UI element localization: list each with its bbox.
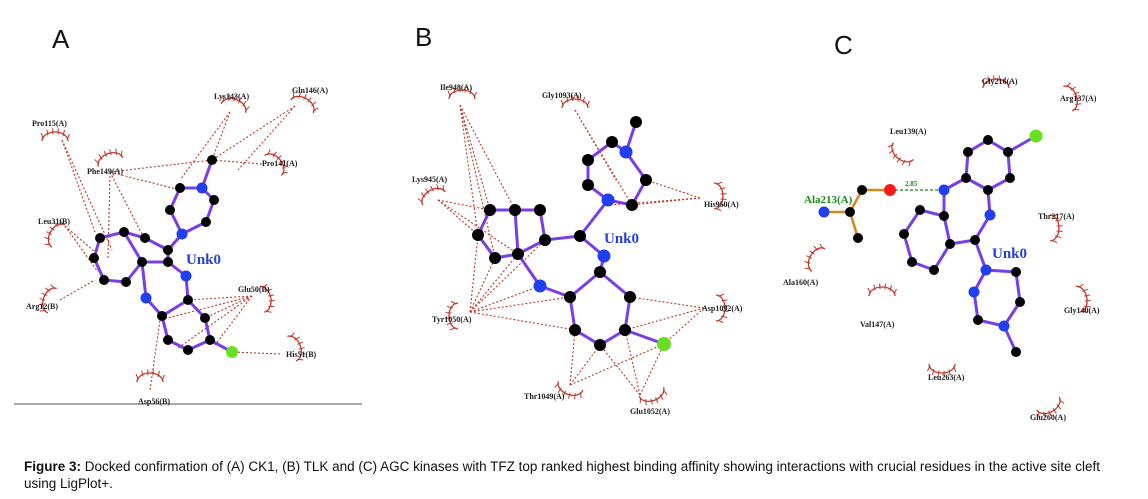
panel-b: B: [412, 22, 743, 416]
residue-label: Asp1092(A): [702, 304, 743, 313]
hydrophobic-contacts: [437, 104, 705, 396]
residue-label: Val147(A): [860, 320, 895, 329]
residue-label: Thr1049(A): [524, 392, 565, 401]
residue-label: Leu31(B): [38, 217, 70, 226]
residue-label: Arg137(A): [1060, 94, 1097, 103]
hbond-distance: 2.85: [905, 180, 918, 188]
residue-label: His950(A): [704, 200, 739, 209]
residue-label: Arg12(B): [26, 302, 58, 311]
caption-text: Docked confirmation of (A) CK1, (B) TLK …: [24, 459, 1100, 491]
hydrophobic-contacts: [59, 105, 296, 391]
ligand-atoms: [818, 129, 1043, 357]
residue-label: Gly140(A): [1064, 306, 1100, 315]
ligand-atoms: [472, 116, 671, 351]
residue-label: Leu263(A): [928, 373, 965, 382]
residue-label: Lys945(A): [412, 175, 447, 184]
residue-label: Glu1052(A): [630, 407, 670, 416]
panel-a-letter: A: [52, 24, 70, 54]
hbond-residue-label: Ala213(A): [804, 194, 853, 206]
panel-a: A: [14, 24, 362, 406]
ligand-label: Unk0: [186, 252, 221, 268]
ligand-atoms: [89, 155, 238, 358]
ligplot-figure: A: [14, 22, 1100, 423]
residue-label: Thr217(A): [1038, 212, 1075, 221]
residue-label: Pro115(A): [32, 119, 67, 128]
ligand-bonds: [902, 134, 1038, 354]
residue-label: Ala160(A): [783, 278, 818, 287]
residue-label: Asp56(B): [138, 397, 170, 406]
residue-label: His51(B): [286, 350, 317, 359]
ligand-label: Unk0: [604, 231, 639, 247]
residue-label: Gly216(A): [982, 77, 1018, 86]
residue-label: Gln146(A): [292, 86, 328, 95]
ligand-label: Unk0: [992, 246, 1027, 262]
residue-label: Gly1093(A): [542, 91, 582, 100]
residue-label: Ile948(A): [440, 83, 472, 92]
residue-label: Tyr1050(A): [432, 315, 472, 324]
residue-label: Pro141(A): [262, 159, 298, 168]
panel-b-letter: B: [415, 22, 432, 52]
residue-label: Phe149(A): [87, 167, 123, 176]
panel-c-letter: C: [834, 30, 853, 60]
caption-label: Figure 3:: [24, 459, 82, 474]
residue-label: Glu50(B): [238, 285, 270, 294]
residue-label: Glu260(A): [1030, 413, 1066, 422]
figure-caption: Figure 3: Docked confirmation of (A) CK1…: [24, 458, 1124, 492]
residue-label: Lys143(A): [214, 92, 249, 101]
residue-label: Leu139(A): [890, 127, 927, 136]
panel-c: C: [783, 30, 1100, 423]
